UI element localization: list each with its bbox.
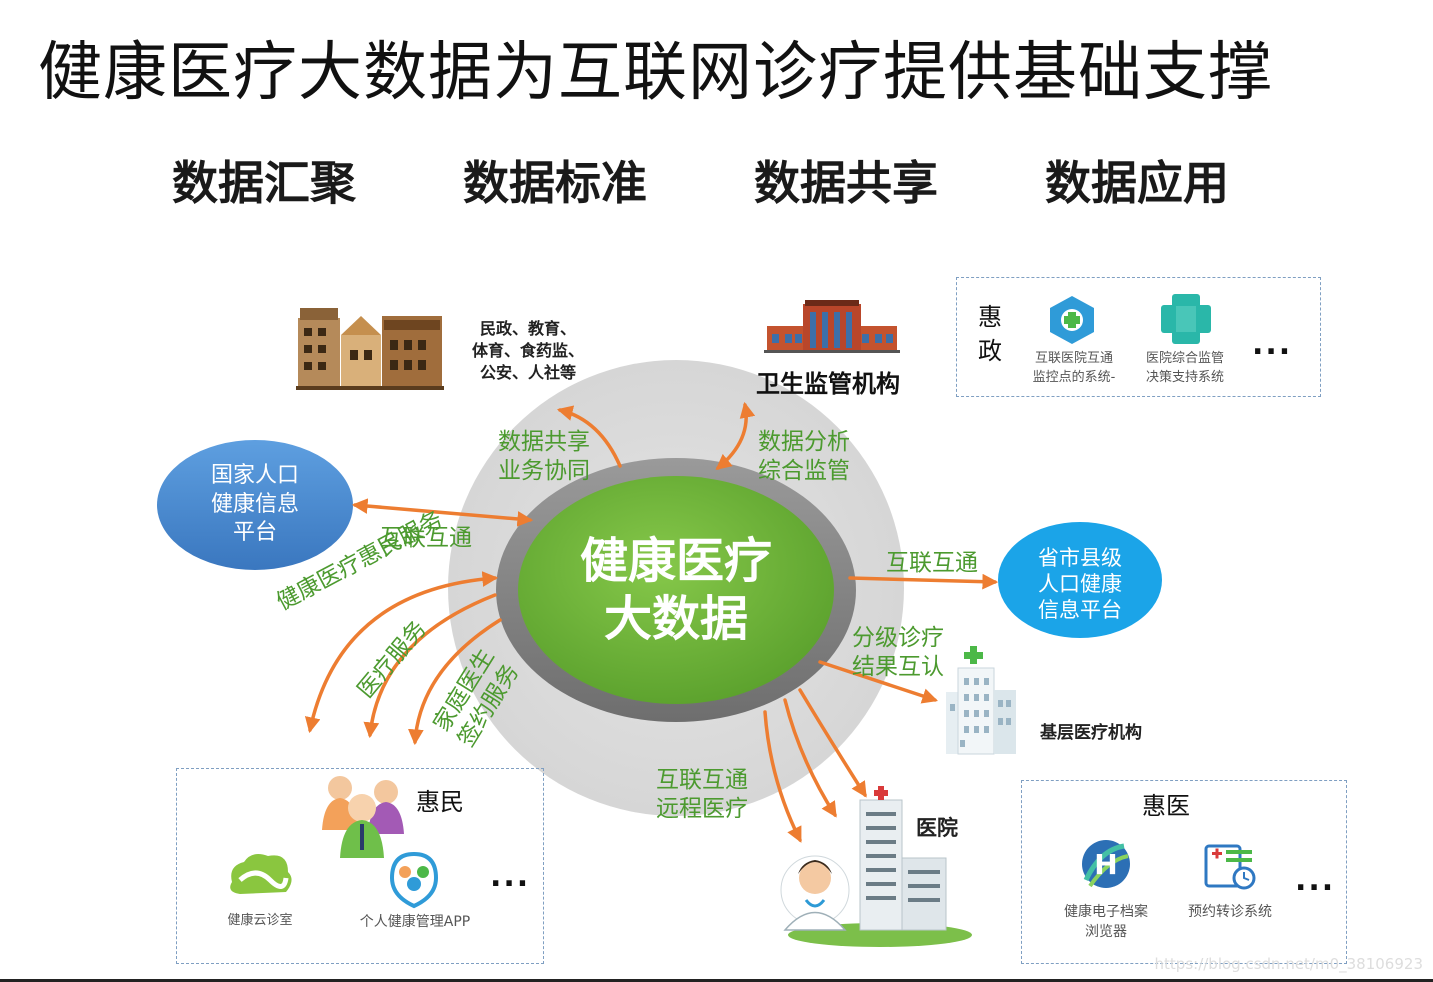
provincial-platform-oval bbox=[998, 522, 1162, 638]
huiyi-more: ... bbox=[1295, 863, 1336, 898]
huimin-more: ... bbox=[490, 859, 531, 894]
arrow-family bbox=[408, 618, 502, 746]
huiyi-system-1-label: 健康电子档案 浏览器 bbox=[1054, 902, 1158, 943]
hospital-supervision-icon bbox=[1161, 294, 1211, 344]
edge-label-tiered-line1: 分级诊疗 bbox=[852, 625, 944, 651]
national-platform-oval bbox=[157, 440, 353, 570]
huimin-app-1-label: 健康云诊室 bbox=[227, 913, 293, 928]
huizheng-system-2-line1: 医院综合监管 bbox=[1145, 351, 1224, 366]
edge-label-tiered: 分级诊疗 结果互认 bbox=[852, 624, 944, 682]
provincial-platform-label: 省市县级 人口健康 信息平台 bbox=[1005, 545, 1155, 623]
government-line2: 体育、食药监、 bbox=[471, 341, 584, 360]
arrow-medical bbox=[363, 593, 497, 739]
provincial-platform-line2: 人口健康 bbox=[1038, 572, 1122, 596]
national-platform-label: 国家人口 健康信息 平台 bbox=[170, 462, 340, 548]
edge-label-remote-line2: 远程医疗 bbox=[656, 795, 748, 822]
arrow-benefit bbox=[304, 571, 499, 734]
national-platform-line1: 国家人口 bbox=[210, 463, 299, 488]
health-management-app-icon bbox=[389, 851, 439, 909]
edge-label-analysis-line1: 数据分析 bbox=[758, 429, 850, 455]
edge-label-share-line1: 数据共享 bbox=[498, 429, 590, 455]
center-label: 健康医疗 大数据 bbox=[540, 532, 812, 648]
huiyi-system-2-line1: 预约转诊系统 bbox=[1188, 904, 1272, 920]
edge-label-analysis-line2: 综合监管 bbox=[758, 457, 850, 484]
huizheng-title-line2: 政 bbox=[978, 337, 1002, 365]
center-label-line2: 大数据 bbox=[603, 591, 748, 647]
huimin-app-2-label: 个人健康管理APP bbox=[359, 914, 471, 930]
arrow-primary-care bbox=[818, 660, 938, 704]
huizheng-title: 惠 政 bbox=[978, 300, 1002, 368]
center-disc bbox=[518, 476, 834, 704]
hospital-building-icon bbox=[788, 786, 972, 947]
huiyi-system-2-label: 预约转诊系统 bbox=[1176, 902, 1284, 922]
national-platform-line3: 平台 bbox=[232, 520, 277, 546]
edge-label-provincial-interop: 互联互通 bbox=[886, 550, 978, 576]
edge-label-tiered-line2: 结果互认 bbox=[852, 653, 944, 680]
primary-care-label: 基层医疗机构 bbox=[1040, 723, 1142, 743]
edge-label-remote-line1: 互联互通 bbox=[656, 767, 748, 793]
arrow-hospital-1 bbox=[763, 710, 802, 843]
regulator-building-icon bbox=[764, 300, 900, 353]
edge-label-remote: 互联互通 远程医疗 bbox=[656, 766, 748, 824]
arrow-hospital-2 bbox=[783, 698, 837, 818]
government-line3: 公安、人社等 bbox=[479, 363, 576, 382]
provincial-platform-line1: 省市县级 bbox=[1038, 546, 1122, 570]
huiyi-box bbox=[1021, 780, 1347, 964]
huizheng-box bbox=[956, 277, 1321, 397]
arrow-national bbox=[351, 498, 534, 527]
pillar-application: 数据应用 bbox=[1045, 156, 1229, 210]
arrow-analysis bbox=[715, 401, 756, 471]
pillar-aggregation: 数据汇聚 bbox=[172, 156, 356, 210]
primary-care-building-icon bbox=[946, 646, 1016, 755]
center-label-line1: 健康医疗 bbox=[579, 533, 772, 589]
government-buildings-icon bbox=[296, 308, 444, 390]
arrow-provincial bbox=[848, 573, 999, 590]
arrow-hospital-3 bbox=[798, 688, 867, 798]
huiyi-system-1-line2: 浏览器 bbox=[1085, 924, 1127, 941]
pillar-sharing: 数据共享 bbox=[754, 156, 938, 210]
national-platform-line2: 健康信息 bbox=[210, 491, 299, 517]
huizheng-title-line1: 惠 bbox=[978, 303, 1002, 331]
provincial-platform-line3: 信息平台 bbox=[1038, 598, 1122, 622]
huizheng-system-1-line2: 监控点的系统- bbox=[1032, 369, 1116, 385]
huimin-title: 惠民 bbox=[416, 788, 464, 816]
huizheng-more: ... bbox=[1252, 327, 1293, 362]
ehr-browser-icon: H bbox=[1082, 840, 1130, 888]
huimin-box bbox=[176, 768, 544, 964]
huiyi-title: 惠医 bbox=[1142, 792, 1190, 820]
regulator-label: 卫生监管机构 bbox=[756, 370, 900, 398]
edge-label-share-line2: 业务协同 bbox=[498, 457, 590, 484]
edge-label-analysis: 数据分析 综合监管 bbox=[758, 428, 850, 486]
interop-monitor-icon bbox=[1050, 296, 1094, 344]
huizheng-system-1-label: 互联医院互通 监控点的系统- bbox=[1022, 350, 1126, 388]
watermark: https://blog.csdn.net/m0_38106923 bbox=[1154, 955, 1423, 973]
doctor-icon bbox=[780, 855, 850, 931]
referral-system-icon bbox=[1204, 844, 1256, 890]
footer-line bbox=[0, 979, 1433, 982]
huiyi-system-1-line1: 健康电子档案 bbox=[1064, 904, 1148, 920]
edge-label-share: 数据共享 业务协同 bbox=[498, 428, 590, 486]
edge-label-national-interop: 互联互通 bbox=[380, 525, 472, 551]
arrow-share bbox=[556, 405, 622, 468]
huizheng-system-2-line2: 决策支持系统 bbox=[1145, 369, 1224, 385]
government-line1: 民政、教育、 bbox=[479, 319, 576, 338]
cloud-clinic-icon bbox=[230, 854, 292, 894]
hospital-label: 医院 bbox=[916, 816, 958, 840]
pillar-standard: 数据标准 bbox=[463, 156, 647, 210]
slide-title: 健康医疗大数据为互联网诊疗提供基础支撑 bbox=[38, 36, 1273, 110]
svg-text:H: H bbox=[1094, 848, 1117, 881]
huizheng-system-2-label: 医院综合监管 决策支持系统 bbox=[1134, 350, 1236, 388]
huizheng-system-1-line1: 互联医院互通 bbox=[1034, 351, 1113, 366]
people-icon bbox=[322, 776, 404, 858]
government-agencies-label: 民政、教育、 体育、食药监、 公安、人社等 bbox=[464, 318, 592, 384]
